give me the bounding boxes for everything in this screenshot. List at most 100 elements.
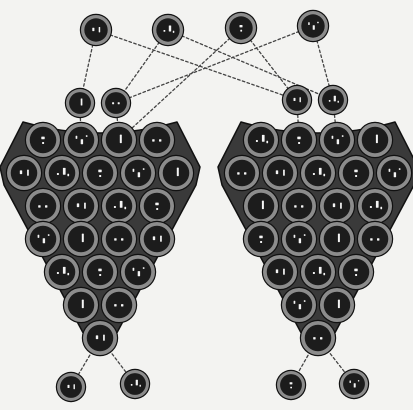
node-core bbox=[68, 226, 95, 253]
node-mark bbox=[121, 238, 123, 240]
cluster-node bbox=[262, 254, 298, 290]
node-mark bbox=[308, 22, 310, 25]
node-mark bbox=[337, 139, 339, 144]
node-mark bbox=[98, 269, 101, 272]
node-core bbox=[286, 89, 308, 111]
node-mark bbox=[333, 203, 335, 207]
node-mark bbox=[313, 337, 315, 339]
node-core bbox=[49, 160, 76, 187]
cluster-node bbox=[224, 155, 260, 191]
cluster-node bbox=[82, 254, 118, 290]
node-core bbox=[11, 160, 38, 187]
cluster-node bbox=[139, 188, 175, 224]
node-mark bbox=[153, 236, 155, 240]
cluster-node bbox=[338, 155, 374, 191]
cluster-node bbox=[281, 221, 317, 257]
node-core bbox=[60, 376, 82, 398]
node-mark bbox=[63, 168, 66, 175]
node-core bbox=[286, 127, 313, 154]
mid-node bbox=[282, 85, 312, 115]
node-mark bbox=[299, 304, 301, 309]
cluster-node bbox=[281, 122, 317, 158]
cluster-node bbox=[338, 254, 374, 290]
node-mark bbox=[43, 238, 45, 243]
node-mark bbox=[294, 98, 296, 101]
node-mark bbox=[131, 384, 133, 386]
node-core bbox=[305, 160, 332, 187]
node-mark bbox=[103, 335, 105, 341]
node-core bbox=[322, 89, 344, 111]
node-mark bbox=[317, 22, 319, 24]
node-mark bbox=[45, 205, 47, 207]
node-mark bbox=[294, 301, 296, 304]
node-mark bbox=[355, 274, 357, 276]
node-mark bbox=[320, 337, 322, 339]
node-core bbox=[229, 160, 256, 187]
node-core bbox=[324, 226, 351, 253]
node-mark bbox=[159, 139, 161, 141]
node-mark bbox=[350, 381, 351, 384]
node-mark bbox=[389, 169, 391, 172]
node-mark bbox=[133, 169, 135, 172]
node-mark bbox=[164, 30, 166, 32]
cluster-node bbox=[300, 254, 336, 290]
node-mark bbox=[329, 100, 331, 102]
cluster-node bbox=[319, 221, 355, 257]
node-mark bbox=[57, 173, 59, 175]
link-top-to-mid bbox=[116, 26, 313, 103]
node-core bbox=[163, 160, 190, 187]
cluster-node bbox=[44, 155, 80, 191]
node-core bbox=[248, 226, 275, 253]
node-mark bbox=[377, 238, 379, 240]
node-mark bbox=[82, 300, 84, 309]
node-mark bbox=[294, 205, 296, 207]
top-node bbox=[225, 12, 257, 44]
node-mark bbox=[173, 31, 175, 33]
node-mark bbox=[298, 142, 300, 144]
cluster-node bbox=[300, 320, 336, 356]
node-mark bbox=[177, 168, 179, 177]
cluster-node bbox=[319, 188, 355, 224]
node-mark bbox=[81, 99, 83, 106]
cluster-node bbox=[63, 122, 99, 158]
node-mark bbox=[301, 205, 303, 207]
node-core bbox=[106, 193, 133, 220]
node-mark bbox=[342, 135, 344, 137]
node-mark bbox=[81, 139, 83, 144]
cluster-node bbox=[120, 155, 156, 191]
node-mark bbox=[354, 269, 357, 272]
node-core bbox=[286, 193, 313, 220]
node-mark bbox=[41, 137, 44, 140]
node-mark bbox=[114, 238, 116, 240]
node-core bbox=[267, 259, 294, 286]
node-mark bbox=[99, 27, 101, 32]
node-mark bbox=[138, 271, 140, 276]
node-mark bbox=[334, 96, 336, 102]
node-mark bbox=[120, 201, 123, 208]
node-mark bbox=[240, 25, 243, 27]
node-mark bbox=[169, 26, 171, 32]
cluster-node bbox=[319, 287, 355, 323]
node-mark bbox=[38, 205, 40, 207]
node-core bbox=[156, 18, 179, 41]
node-core bbox=[248, 127, 275, 154]
cluster-node bbox=[139, 221, 175, 257]
node-core bbox=[68, 292, 95, 319]
cluster-node bbox=[63, 221, 99, 257]
node-mark bbox=[370, 206, 372, 208]
cluster-node bbox=[63, 188, 99, 224]
node-mark bbox=[86, 135, 88, 137]
node-mark bbox=[74, 384, 75, 389]
node-mark bbox=[266, 141, 268, 143]
node-core bbox=[362, 193, 389, 220]
node-mark bbox=[118, 102, 120, 104]
node-core bbox=[106, 127, 133, 154]
node-core bbox=[362, 226, 389, 253]
node-core bbox=[69, 92, 91, 114]
node-mark bbox=[133, 268, 135, 271]
cluster-node bbox=[243, 122, 279, 158]
node-mark bbox=[394, 172, 396, 177]
node-mark bbox=[48, 234, 50, 236]
cluster-node bbox=[25, 122, 61, 158]
